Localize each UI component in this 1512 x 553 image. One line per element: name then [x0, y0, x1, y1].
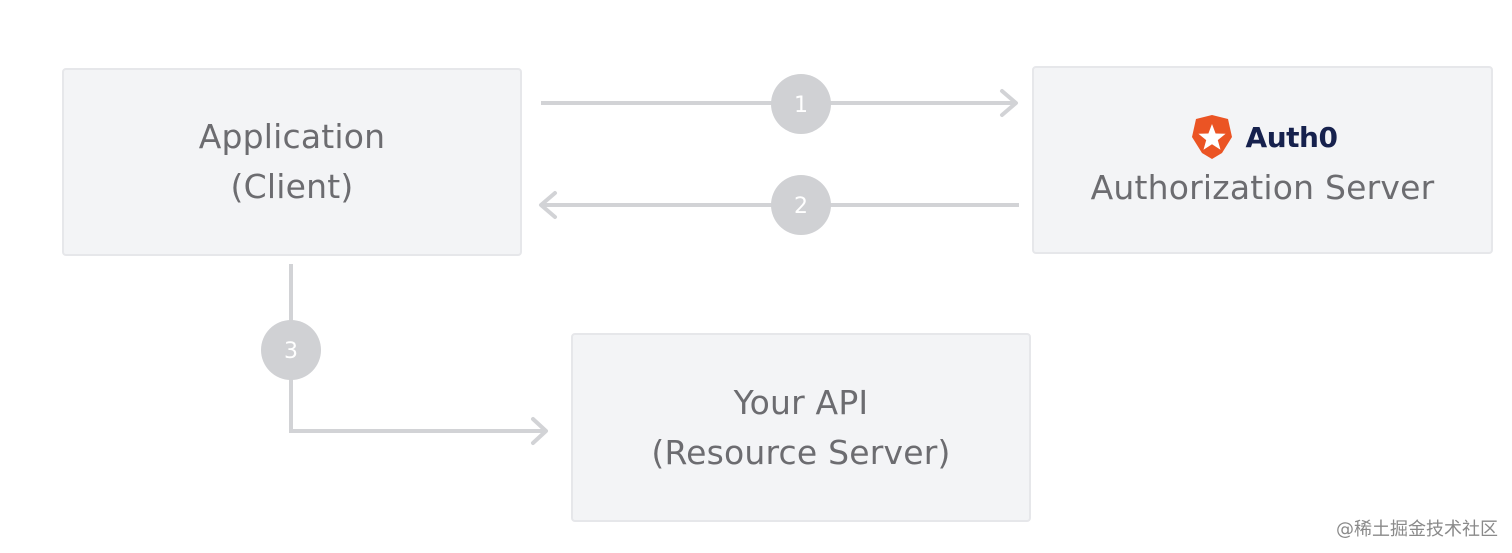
- step-1-label: 1: [794, 93, 808, 118]
- authorization-server-box: Auth0 Authorization Server: [1032, 66, 1493, 254]
- step-3-label: 3: [284, 339, 298, 364]
- auth0-shield-star-icon: [1191, 115, 1232, 159]
- auth0-brand-name: Auth0: [1245, 120, 1338, 154]
- arrow-3: 3: [261, 264, 548, 445]
- authorization-server-label: Authorization Server: [1090, 168, 1435, 207]
- api-subtitle: (Resource Server): [651, 432, 951, 472]
- application-title: Application: [198, 117, 386, 156]
- watermark: @稀土掘金技术社区: [1336, 519, 1498, 540]
- auth0-brand: Auth0: [1188, 113, 1338, 161]
- arrow-2: 2: [539, 175, 1019, 235]
- step-3-badge: [261, 320, 321, 380]
- step-2-badge: [771, 175, 831, 235]
- step-1-badge: [771, 74, 831, 134]
- api-resource-server-box: Your API (Resource Server): [571, 333, 1031, 522]
- application-subtitle: (Client): [230, 167, 354, 206]
- api-title: Your API: [733, 382, 869, 422]
- step-2-label: 2: [794, 194, 808, 219]
- application-client-box: Application (Client): [62, 68, 522, 256]
- arrow-1: 1: [541, 74, 1018, 134]
